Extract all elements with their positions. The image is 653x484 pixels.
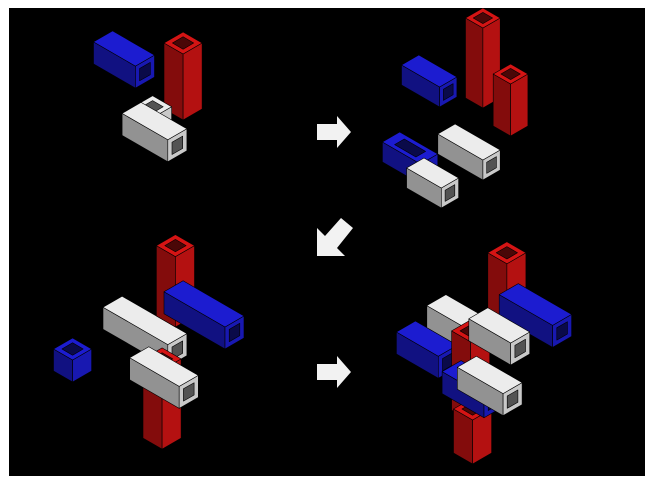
puzzle-piece bbox=[163, 31, 203, 121]
piece-face bbox=[93, 30, 155, 67]
piece-face bbox=[163, 280, 245, 328]
piece-hole bbox=[500, 68, 521, 80]
piece-face bbox=[406, 157, 459, 189]
piece-face bbox=[468, 307, 531, 344]
piece-hole bbox=[514, 338, 526, 359]
piece-face bbox=[401, 54, 458, 88]
puzzle-piece bbox=[401, 54, 458, 108]
piece-face bbox=[129, 346, 199, 387]
assembly-step-4 bbox=[396, 241, 572, 465]
piece-face bbox=[456, 355, 523, 394]
assembly-diagram bbox=[53, 8, 572, 465]
piece-face bbox=[437, 123, 501, 161]
puzzle-piece bbox=[406, 157, 459, 209]
puzzle-piece bbox=[53, 337, 92, 383]
puzzle-piece bbox=[163, 280, 245, 350]
arrow-right-icon bbox=[317, 116, 351, 148]
piece-hole bbox=[164, 239, 187, 253]
piece-face bbox=[492, 73, 511, 137]
piece-face bbox=[182, 42, 203, 121]
puzzle-piece bbox=[468, 307, 531, 366]
assembly-step-1 bbox=[93, 30, 203, 163]
piece-face bbox=[498, 283, 572, 326]
piece-hole bbox=[495, 246, 518, 260]
puzzle-piece bbox=[498, 283, 572, 348]
piece-face bbox=[510, 73, 529, 137]
assembly-step-2 bbox=[382, 8, 529, 209]
puzzle-piece bbox=[492, 63, 529, 137]
piece-hole bbox=[228, 322, 241, 343]
arrow-down-left-icon bbox=[317, 218, 353, 256]
piece-hole bbox=[472, 12, 493, 24]
piece-hole bbox=[172, 36, 194, 50]
piece-face bbox=[121, 102, 188, 141]
arrow-right-icon bbox=[317, 356, 351, 388]
diagram-panel bbox=[9, 8, 645, 476]
piece-hole bbox=[443, 83, 454, 101]
puzzle-piece bbox=[121, 102, 188, 163]
puzzle-piece bbox=[129, 346, 199, 409]
puzzle-piece bbox=[93, 30, 155, 89]
piece-hole bbox=[444, 184, 456, 202]
assembly-step-3 bbox=[53, 234, 245, 450]
piece-hole bbox=[506, 389, 519, 409]
puzzle-piece bbox=[437, 123, 501, 181]
piece-hole bbox=[171, 135, 183, 155]
piece-hole bbox=[139, 62, 151, 82]
piece-hole bbox=[394, 138, 426, 158]
puzzle-piece bbox=[456, 355, 523, 416]
piece-hole bbox=[183, 382, 195, 402]
piece-hole bbox=[556, 321, 568, 341]
piece-hole bbox=[61, 342, 84, 356]
piece-hole bbox=[486, 156, 497, 174]
piece-face bbox=[465, 17, 484, 109]
